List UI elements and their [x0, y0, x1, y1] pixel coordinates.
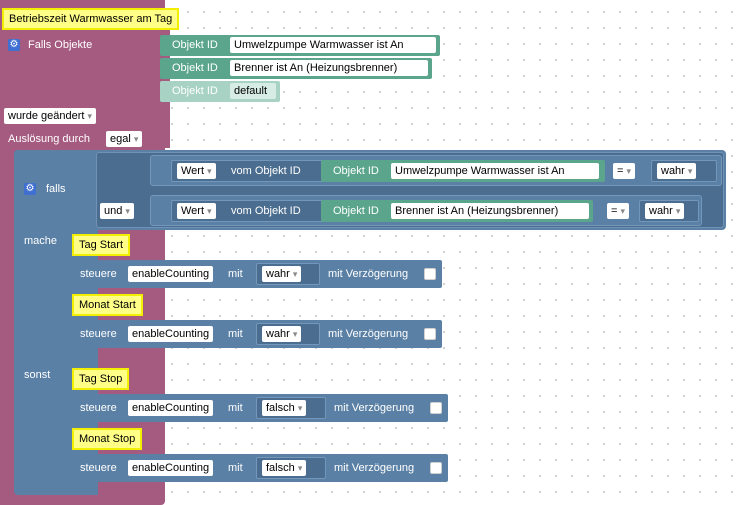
value-dropdown[interactable]: wahr: [262, 266, 302, 282]
value-dropdown[interactable]: wahr: [262, 326, 302, 342]
objekt-id-label: Objekt ID: [333, 165, 379, 177]
wert-dropdown[interactable]: Wert: [177, 203, 216, 219]
value-dropdown[interactable]: wahr: [657, 163, 697, 179]
comment-tag-stop[interactable]: Tag Stop: [72, 368, 130, 390]
delay-label: mit Verzögerung: [334, 402, 415, 414]
gear-icon[interactable]: ⚙: [24, 183, 36, 195]
wurde-geaendert-dropdown[interactable]: wurde geändert: [4, 108, 97, 124]
ausloesung-label: Auslösung durch: [8, 133, 90, 145]
objekt-id-label: Objekt ID: [172, 39, 218, 51]
steuere-block-4[interactable]: steuere enableCounting mit falsch mit Ve…: [72, 454, 448, 482]
operator-dropdown[interactable]: =: [607, 203, 630, 219]
compare-block-2[interactable]: Wert vom Objekt ID Objekt ID Brenner ist…: [150, 195, 702, 226]
sonst-label: sonst: [24, 369, 51, 381]
objekt-id-value[interactable]: Brenner ist An (Heizungsbrenner): [391, 203, 589, 219]
vom-objekt-label: vom Objekt ID: [231, 165, 301, 177]
comment-title[interactable]: Betriebszeit Warmwasser am Tag: [2, 8, 180, 30]
objekt-id-block-2[interactable]: Objekt ID Brenner ist An (Heizungsbrenne…: [160, 58, 432, 79]
variable-dropdown[interactable]: enableCounting: [128, 460, 214, 476]
wert-dropdown[interactable]: Wert: [177, 163, 216, 179]
und-dropdown[interactable]: und: [100, 203, 134, 219]
variable-dropdown[interactable]: enableCounting: [128, 266, 214, 282]
mit-label: mit: [228, 328, 243, 340]
steuere-label: steuere: [80, 402, 117, 414]
objekt-id-value[interactable]: Umwelzpumpe Warmwasser ist An: [230, 37, 436, 53]
vom-objekt-label: vom Objekt ID: [231, 205, 301, 217]
mit-label: mit: [228, 268, 243, 280]
objekt-id-label: Objekt ID: [172, 62, 218, 74]
objekt-id-block-1[interactable]: Objekt ID Umwelzpumpe Warmwasser ist An: [160, 35, 440, 56]
delay-label: mit Verzögerung: [328, 328, 409, 340]
steuere-label: steuere: [80, 462, 117, 474]
falls-label: falls: [46, 183, 66, 195]
operator-dropdown[interactable]: =: [613, 163, 636, 179]
objekt-id-block[interactable]: Objekt ID Umwelzpumpe Warmwasser ist An: [321, 160, 605, 182]
steuere-block-3[interactable]: steuere enableCounting mit falsch mit Ve…: [72, 394, 448, 422]
delay-label: mit Verzögerung: [328, 268, 409, 280]
mit-label: mit: [228, 402, 243, 414]
steuere-block-2[interactable]: steuere enableCounting mit wahr mit Verz…: [72, 320, 442, 348]
value-dropdown[interactable]: wahr: [645, 203, 685, 219]
falls-objekte-label: Falls Objekte: [28, 39, 93, 51]
value-dropdown[interactable]: falsch: [262, 400, 307, 416]
steuere-label: steuere: [80, 328, 117, 340]
objekt-id-value[interactable]: Brenner ist An (Heizungsbrenner): [230, 60, 428, 76]
variable-dropdown[interactable]: enableCounting: [128, 326, 214, 342]
objekt-id-value[interactable]: default: [230, 83, 276, 99]
steuere-label: steuere: [80, 268, 117, 280]
objekt-id-value[interactable]: Umwelzpumpe Warmwasser ist An: [391, 163, 599, 179]
mache-label: mache: [24, 235, 58, 247]
trigger-block-header-ext: [0, 30, 170, 148]
compare-block-1[interactable]: Wert vom Objekt ID Objekt ID Umwelzpumpe…: [150, 155, 722, 186]
variable-dropdown[interactable]: enableCounting: [128, 400, 214, 416]
objekt-id-block-3[interactable]: Objekt ID default: [160, 81, 280, 102]
delay-checkbox[interactable]: [430, 402, 442, 414]
ausloesung-dropdown[interactable]: egal: [106, 131, 143, 147]
value-dropdown[interactable]: falsch: [262, 460, 307, 476]
delay-checkbox[interactable]: [424, 328, 436, 340]
objekt-id-block[interactable]: Objekt ID Brenner ist An (Heizungsbrenne…: [321, 200, 593, 222]
objekt-id-label: Objekt ID: [172, 85, 218, 97]
objekt-id-label: Objekt ID: [333, 205, 379, 217]
gear-icon[interactable]: ⚙: [8, 39, 20, 51]
delay-label: mit Verzögerung: [334, 462, 415, 474]
delay-checkbox[interactable]: [424, 268, 436, 280]
comment-tag-start[interactable]: Tag Start: [72, 234, 131, 256]
mit-label: mit: [228, 462, 243, 474]
steuere-block-1[interactable]: steuere enableCounting mit wahr mit Verz…: [72, 260, 442, 288]
delay-checkbox[interactable]: [430, 462, 442, 474]
comment-monat-stop[interactable]: Monat Stop: [72, 428, 143, 450]
comment-monat-start[interactable]: Monat Start: [72, 294, 143, 316]
